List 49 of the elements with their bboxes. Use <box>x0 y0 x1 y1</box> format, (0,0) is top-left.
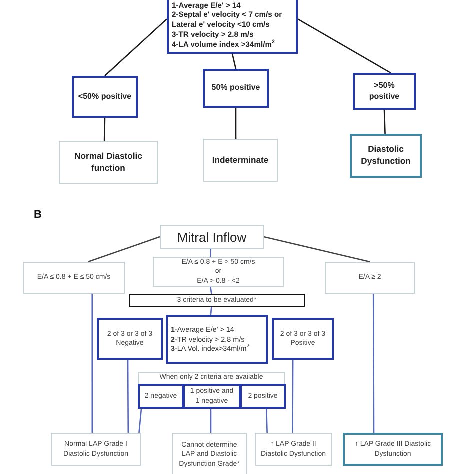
node-text: >50% positive <box>368 81 401 102</box>
criteria-box <box>97 318 163 360</box>
criteria-box <box>353 73 416 110</box>
process-box <box>325 262 415 294</box>
criteria-box <box>240 384 286 409</box>
connector-line <box>210 306 212 316</box>
criteria-box <box>203 69 269 108</box>
connector-line <box>235 108 237 139</box>
criteria-box <box>167 0 298 54</box>
process-box <box>23 262 125 294</box>
process-box <box>172 433 247 474</box>
node-text: Mitral Inflow <box>177 230 247 244</box>
connector-line <box>88 236 160 263</box>
node-text: <50% positive <box>78 92 132 102</box>
criteria-box <box>72 76 138 118</box>
node-text: Normal Diastolic function <box>74 150 144 174</box>
process-box <box>51 433 141 466</box>
process-box <box>153 257 284 287</box>
criteria-box <box>138 384 184 409</box>
process-box <box>129 294 305 307</box>
connector-line <box>210 248 212 258</box>
process-box <box>350 134 422 178</box>
process-box <box>160 225 264 249</box>
connector-line <box>292 360 294 433</box>
panel-letter: B <box>34 209 42 221</box>
connector-line <box>104 18 168 76</box>
connector-line <box>384 110 386 134</box>
connector-line <box>266 408 268 434</box>
node-text: Indeterminate <box>212 154 269 166</box>
connector-line <box>232 54 237 70</box>
criteria-box <box>183 384 241 409</box>
node-text: 50% positive <box>212 83 260 94</box>
criteria-box <box>272 318 334 360</box>
connector-line <box>264 236 370 263</box>
group-box <box>138 372 285 409</box>
connector-line <box>138 408 142 434</box>
connector-line <box>210 286 212 294</box>
process-box <box>343 433 443 466</box>
process-box <box>255 433 332 466</box>
connector-line <box>104 118 106 142</box>
process-box <box>59 141 158 184</box>
connector-line <box>127 360 130 433</box>
connector-line <box>298 18 392 74</box>
connector-line <box>92 294 94 433</box>
connector-line <box>210 408 212 433</box>
connector-line <box>372 294 375 433</box>
criteria-box <box>166 315 268 364</box>
node-text: Diastolic Dysfunction <box>360 144 412 168</box>
process-box <box>203 139 278 182</box>
